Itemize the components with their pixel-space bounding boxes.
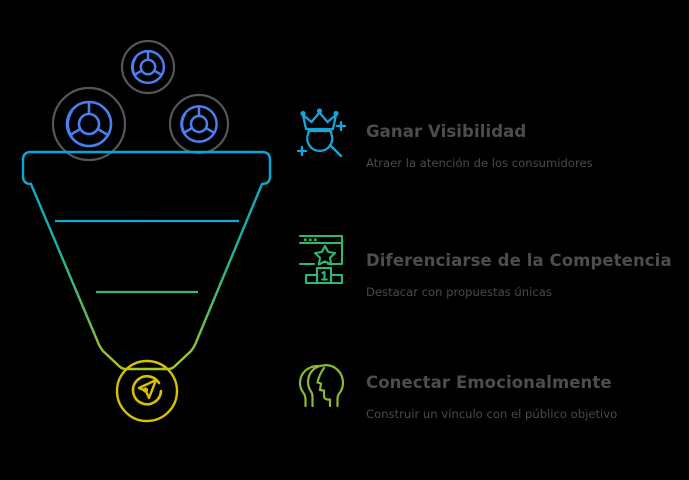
funnel-circle-left <box>51 86 127 162</box>
funnel-circle-right <box>168 93 230 155</box>
funnel-svg <box>21 39 272 423</box>
feature-item-emotional-connection[interactable]: Conectar Emocionalmente Construir un vín… <box>290 356 689 422</box>
feature-list: Ganar Visibilidad Atraer la atención de … <box>290 0 689 475</box>
feature-text-block: Conectar Emocionalmente Construir un vín… <box>366 356 617 422</box>
target-arrow-icon <box>131 374 163 406</box>
feature-item-differentiation[interactable]: Diferenciarse de la Competencia Destacar… <box>290 228 689 300</box>
feature-title: Diferenciarse de la Competencia <box>366 251 672 270</box>
funnel-input-circles <box>51 39 230 162</box>
podium-star-browser-icon <box>298 234 344 285</box>
funnel-outline <box>21 150 272 371</box>
feature-subtitle: Atraer la atención de los consumidores <box>366 156 593 171</box>
feature-text-block: Ganar Visibilidad Atraer la atención de … <box>366 105 593 171</box>
feature-title: Conectar Emocionalmente <box>366 373 612 392</box>
donut-chart-icon <box>65 100 113 148</box>
two-heads-profile-icon <box>298 363 345 408</box>
feature-subtitle: Construir un vínculo con el público obje… <box>366 407 618 422</box>
feature-text-block: Diferenciarse de la Competencia Destacar… <box>366 228 672 300</box>
feature-title: Ganar Visibilidad <box>366 122 527 141</box>
feature-item-visibility[interactable]: Ganar Visibilidad Atraer la atención de … <box>290 105 689 171</box>
funnel-circle-top <box>120 39 176 95</box>
funnel-graphic <box>0 0 300 475</box>
donut-chart-icon <box>180 105 218 143</box>
feature-subtitle: Destacar con propuestas únicas <box>366 285 552 300</box>
donut-chart-icon <box>130 49 166 85</box>
crown-magnifier-icon <box>296 108 347 158</box>
funnel-output-badge <box>115 359 179 423</box>
